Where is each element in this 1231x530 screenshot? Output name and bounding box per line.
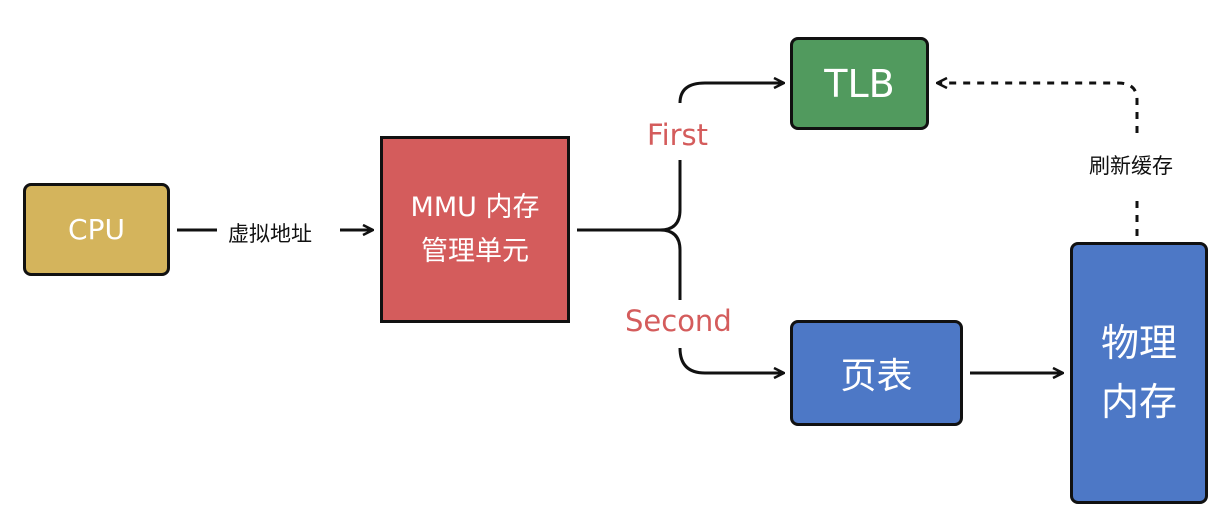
page-table-node: 页表 bbox=[790, 320, 963, 426]
edge-mmu-to-branch bbox=[577, 160, 682, 232]
cpu-node: CPU bbox=[23, 183, 170, 276]
page-table-label: 页表 bbox=[840, 356, 913, 397]
edge-second-to-page-table bbox=[678, 347, 784, 373]
physical-memory-node: 物理 内存 bbox=[1070, 242, 1208, 504]
edge-refresh-to-tlb bbox=[937, 83, 1139, 133]
cpu-label: CPU bbox=[68, 213, 125, 246]
second-branch-label: Second bbox=[625, 304, 732, 338]
mmu-label-line1: MMU 内存 bbox=[410, 192, 540, 224]
virtual-address-label: 虚拟地址 bbox=[228, 222, 312, 246]
edge-mmu-branch-lower bbox=[659, 228, 682, 300]
edge-first-to-tlb bbox=[678, 83, 784, 104]
mmu-node: MMU 内存 管理单元 bbox=[380, 136, 570, 323]
physical-memory-label-line1: 物理 bbox=[1100, 321, 1177, 366]
mmu-label-line2: 管理单元 bbox=[421, 235, 529, 267]
physical-memory-label-line2: 内存 bbox=[1100, 380, 1177, 424]
tlb-node: TLB bbox=[790, 37, 929, 130]
refresh-cache-label: 刷新缓存 bbox=[1089, 154, 1173, 178]
tlb-label: TLB bbox=[824, 61, 895, 106]
first-branch-label: First bbox=[647, 118, 709, 152]
